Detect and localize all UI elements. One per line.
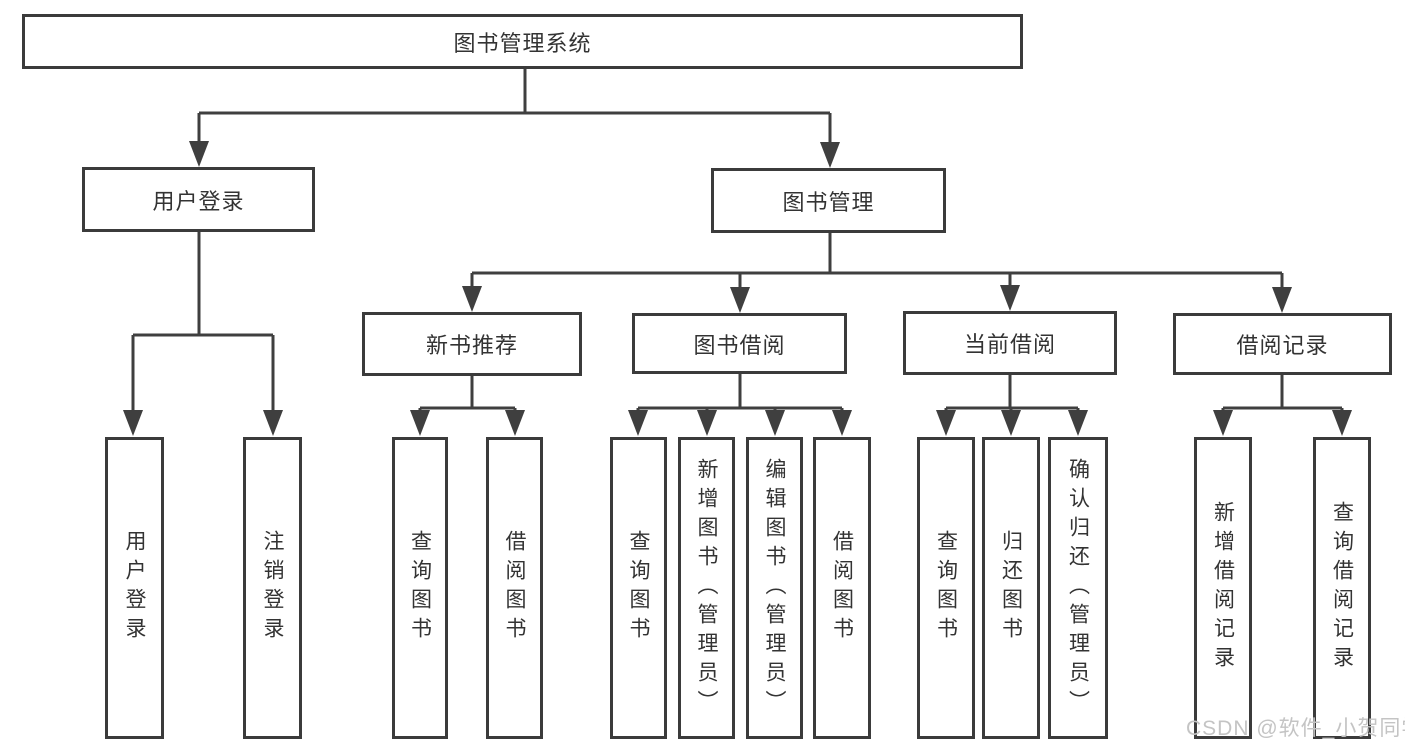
node-label: 查询借阅记录: [1330, 501, 1354, 675]
leaf-add-books-admin: 新增图书（管理员）: [678, 437, 735, 739]
node-book-management: 图书管理: [711, 168, 946, 233]
node-label: 图书管理: [782, 189, 875, 215]
node-label: 注销登录: [261, 530, 284, 646]
node-label: 查询图书: [408, 530, 432, 646]
node-label: 新增图书（管理员）: [695, 457, 718, 719]
node-current-borrow: 当前借阅: [903, 311, 1117, 375]
node-label: 确认归还（管理员）: [1066, 457, 1090, 719]
node-label: 用户登录: [152, 188, 245, 214]
node-label: 图书借阅: [693, 332, 786, 358]
node-root: 图书管理系统: [22, 14, 1023, 69]
node-book-borrow: 图书借阅: [632, 313, 847, 374]
node-label: 查询图书: [934, 530, 958, 646]
leaf-borrow-books: 借阅图书: [813, 437, 871, 739]
leaf-confirm-return-admin: 确认归还（管理员）: [1048, 437, 1108, 739]
node-label: 借阅图书: [503, 530, 526, 646]
leaf-logout: 注销登录: [243, 437, 302, 739]
leaf-query-books: 查询图书: [917, 437, 975, 739]
node-label: 借阅记录: [1236, 333, 1329, 358]
leaf-user-login: 用户登录: [105, 437, 164, 739]
node-user-login: 用户登录: [82, 167, 315, 232]
node-label: 新增借阅记录: [1211, 501, 1235, 675]
leaf-query-borrow-record: 查询借阅记录: [1313, 437, 1371, 739]
leaf-query-books: 查询图书: [610, 437, 667, 739]
node-label: 编辑图书（管理员）: [763, 457, 786, 719]
leaf-add-borrow-record: 新增借阅记录: [1194, 437, 1252, 739]
leaf-edit-books-admin: 编辑图书（管理员）: [746, 437, 803, 739]
leaf-return-books: 归还图书: [982, 437, 1040, 739]
node-new-book-recommend: 新书推荐: [362, 312, 582, 376]
node-borrow-records: 借阅记录: [1173, 313, 1392, 375]
node-label: 借阅图书: [830, 530, 854, 646]
node-label: 新书推荐: [425, 333, 518, 358]
csdn-watermark: CSDN @软件_小贺同学: [1186, 717, 1405, 740]
node-label: 当前借阅: [963, 332, 1056, 357]
node-label: 归还图书: [999, 530, 1023, 646]
leaf-borrow-books: 借阅图书: [486, 437, 543, 739]
leaf-query-books: 查询图书: [392, 437, 448, 739]
node-label: 用户登录: [123, 530, 146, 646]
node-label: 查询图书: [627, 530, 650, 646]
node-label: 图书管理系统: [453, 30, 592, 56]
